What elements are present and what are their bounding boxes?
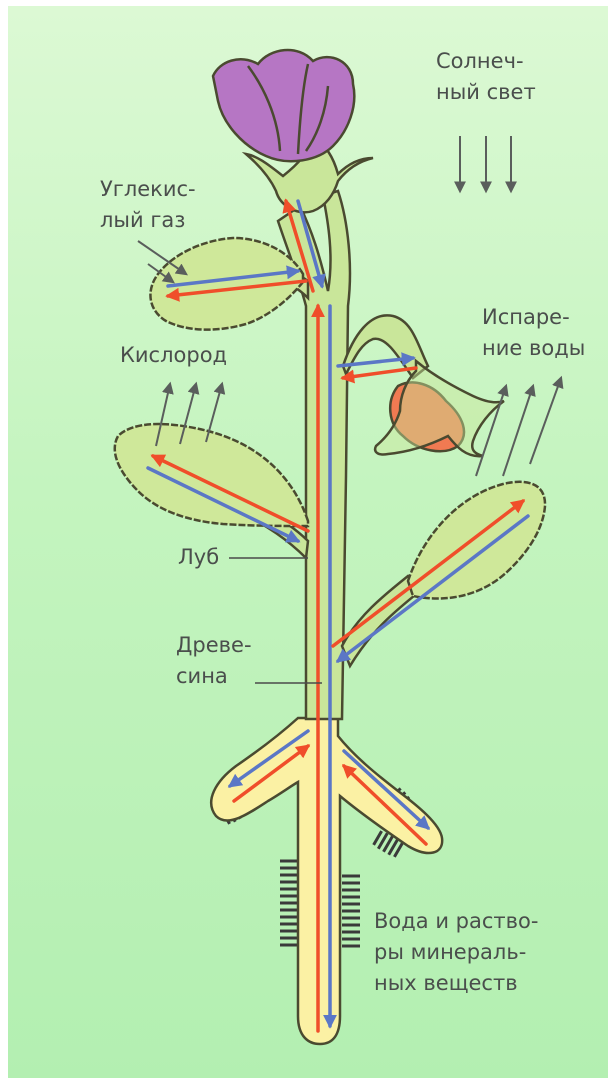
evaporation-label: Испаре- ние воды (482, 302, 585, 364)
diagram-canvas: Солнеч- ный свет Углекис- лый газ Кислор… (8, 6, 608, 1078)
xylem-label: Древе- сина (176, 630, 252, 692)
leaf-right (408, 482, 545, 599)
flower (213, 50, 354, 161)
water-minerals-label: Вода и раство- ры минераль- ных веществ (374, 906, 538, 999)
phloem-label: Луб (178, 542, 219, 573)
oxygen-label: Кислород (120, 340, 227, 371)
co2-label: Углекис- лый газ (100, 174, 196, 236)
evaporation-arrows (476, 378, 561, 476)
sunlight-label: Солнеч- ный свет (436, 46, 536, 108)
sunlight-arrows (460, 136, 511, 191)
leaf-middle-left (115, 424, 308, 526)
flower-bud (375, 361, 504, 456)
